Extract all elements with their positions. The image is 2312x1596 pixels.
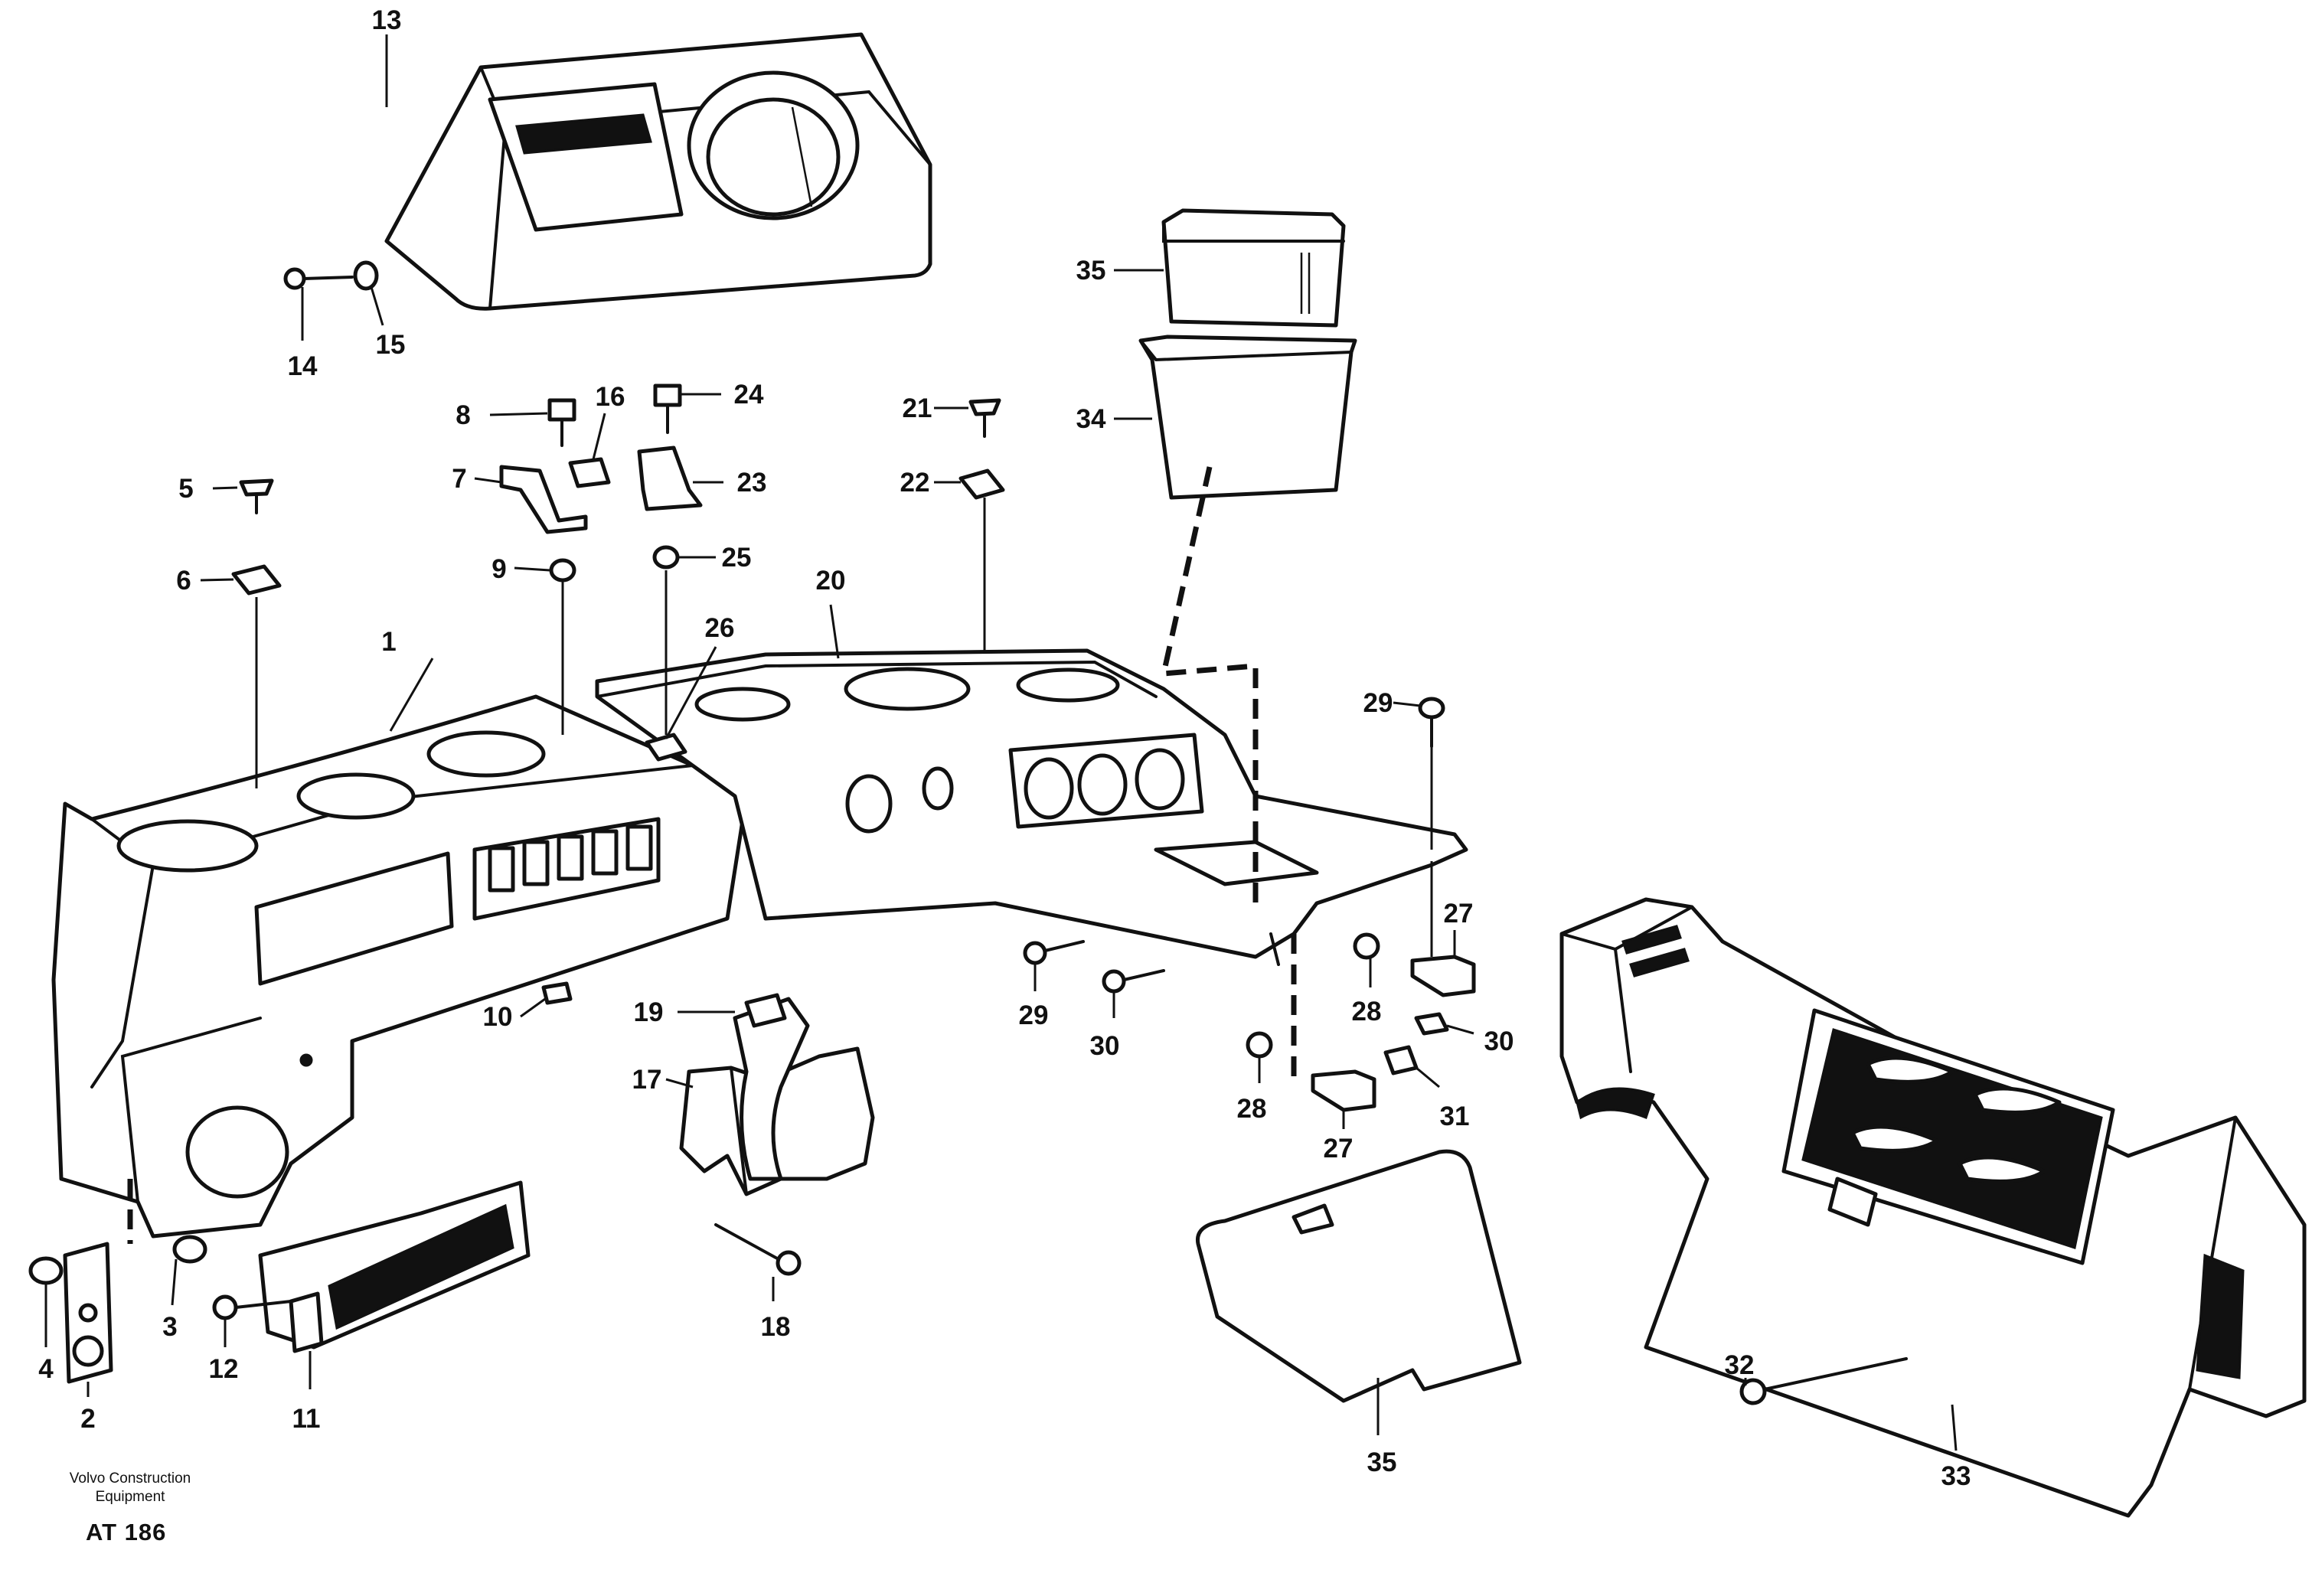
callout-8: 8 — [456, 400, 470, 430]
callout-32: 35 — [1076, 256, 1106, 286]
callout-1: 1 — [381, 627, 396, 657]
callout-33: 33 — [1941, 1461, 1971, 1491]
callout-7: 7 — [452, 464, 466, 494]
callout-27-a: 27 — [1444, 899, 1474, 929]
callout-25: 25 — [722, 543, 752, 573]
diagram-code: AT 186 — [86, 1519, 167, 1545]
part-19-column-top — [733, 993, 810, 1181]
callout-30-a: 30 — [1484, 1026, 1514, 1056]
callout-10: 10 — [483, 1002, 513, 1032]
part-35-cover — [1195, 1149, 1522, 1403]
callout-16: 16 — [596, 382, 625, 412]
callout-14: 14 — [288, 351, 318, 381]
callout-23: 23 — [737, 468, 767, 498]
callout-27-b: 27 — [1324, 1134, 1354, 1164]
callout-2: 2 — [80, 1404, 95, 1434]
part-2-plate — [63, 1242, 113, 1384]
callout-12: 12 — [209, 1354, 239, 1384]
part-31-box — [1138, 335, 1357, 500]
callout-29-a: 29 — [1019, 1000, 1049, 1030]
callout-21: 21 — [903, 393, 932, 423]
callout-18: 18 — [761, 1312, 791, 1342]
callout-22: 22 — [900, 468, 930, 498]
credit-line-2: Equipment — [95, 1489, 165, 1505]
part-11-lower-box — [258, 1180, 531, 1353]
callout-19: 19 — [634, 997, 664, 1027]
callout-31: 34 — [1076, 404, 1106, 434]
part-20-right-dashboard — [595, 648, 1468, 966]
credit-line-1: Volvo Construction — [69, 1470, 191, 1487]
part-1-left-dashboard — [51, 694, 749, 1239]
part-32-box — [1161, 208, 1346, 328]
callout-11: 11 — [292, 1404, 321, 1434]
callout-26: 26 — [705, 613, 735, 643]
part-33-rear-panel — [1559, 897, 2307, 1518]
callout-35: 35 — [1367, 1447, 1397, 1477]
callout-30-b: 31 — [1440, 1102, 1470, 1131]
callout-3: 3 — [162, 1312, 177, 1342]
callout-13: 13 — [372, 5, 402, 35]
callout-28-a: 28 — [1352, 997, 1382, 1026]
callout-9: 9 — [491, 554, 506, 584]
callout-4: 4 — [38, 1354, 54, 1384]
part-13-instrument-hood — [384, 32, 932, 311]
fasteners — [28, 260, 1908, 1405]
callout-labels: 13 14 15 5 6 8 7 16 9 1 10 24 23 25 26 2… — [38, 5, 1971, 1491]
callout-17: 17 — [632, 1065, 662, 1095]
callout-29-top: 29 — [1363, 688, 1393, 718]
callout-5: 5 — [178, 474, 193, 504]
callout-28-b: 28 — [1237, 1094, 1267, 1124]
callout-29-b: 30 — [1090, 1031, 1120, 1061]
callout-34: 32 — [1725, 1350, 1755, 1380]
callout-6: 6 — [176, 566, 191, 596]
publisher-credit: Volvo Construction Equipment — [31, 1470, 230, 1506]
callout-24: 24 — [734, 380, 764, 410]
callout-20: 20 — [816, 566, 846, 596]
assembly-lines — [127, 466, 1433, 1244]
callout-15: 15 — [376, 330, 406, 360]
